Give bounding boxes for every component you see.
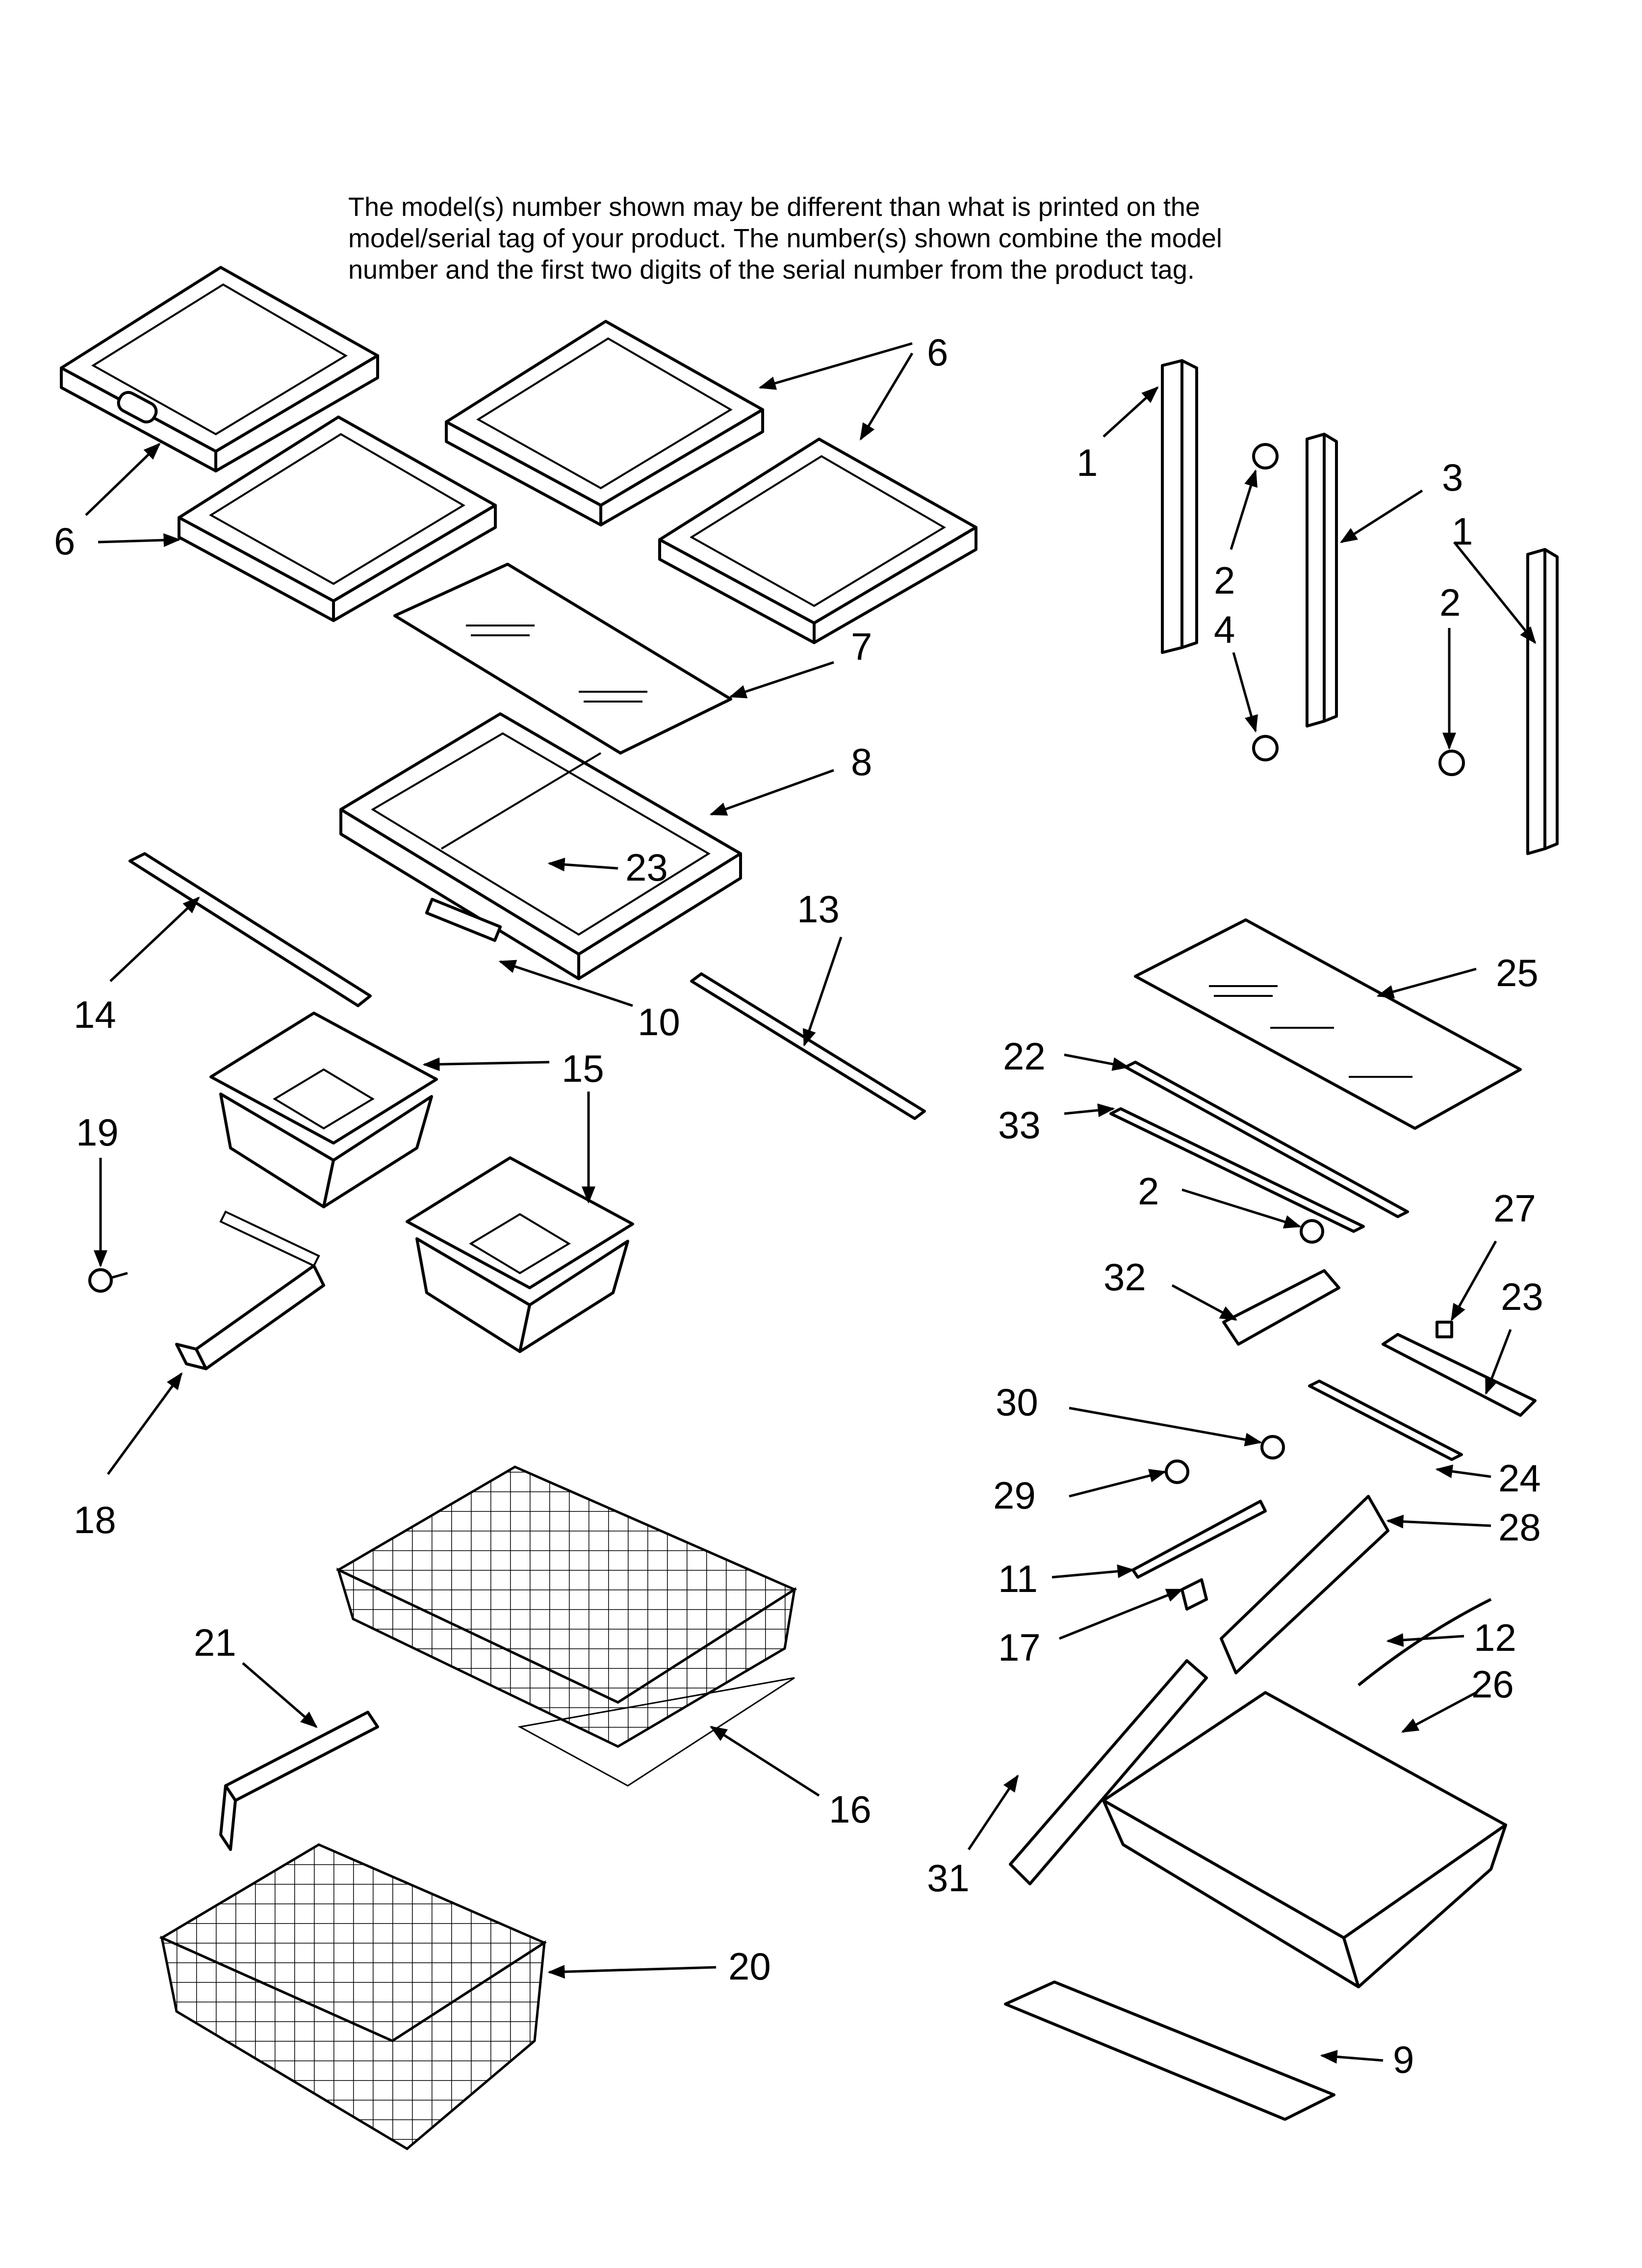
callout-27: 27 bbox=[1493, 1187, 1536, 1230]
screw-2-lower bbox=[1300, 1219, 1324, 1244]
callout-9: 9 bbox=[1393, 2038, 1414, 2081]
callout-11: 11 bbox=[998, 1557, 1038, 1600]
shelf-rail-right bbox=[1526, 548, 1559, 855]
notice-line-2: model/serial tag of your product. The nu… bbox=[348, 224, 1222, 253]
crisper-cover-glass-25 bbox=[1134, 918, 1522, 1130]
callout-10: 10 bbox=[638, 1000, 680, 1043]
callout-2: 2 bbox=[1214, 559, 1235, 602]
screw-2-upper bbox=[1252, 443, 1279, 469]
shelf-frame-bottom-left bbox=[178, 416, 497, 622]
pan-26 bbox=[1102, 1691, 1507, 1988]
callout-3: 3 bbox=[1442, 456, 1463, 499]
callout-13: 13 bbox=[797, 887, 840, 931]
callout-31: 31 bbox=[927, 1856, 970, 1900]
crisper-cover-frame bbox=[339, 712, 742, 980]
callout-2: 2 bbox=[1439, 581, 1461, 624]
callout-7: 7 bbox=[851, 625, 872, 668]
shelf-frame-top-right bbox=[445, 320, 764, 526]
screw-4 bbox=[1252, 735, 1279, 761]
callout-17: 17 bbox=[998, 1626, 1041, 1669]
callout-14: 14 bbox=[74, 993, 116, 1036]
wire-basket-20 bbox=[159, 1843, 547, 2151]
screw-2-right bbox=[1438, 750, 1465, 776]
leader-lines bbox=[85, 342, 1537, 2064]
basket-divider-21 bbox=[219, 1711, 379, 1851]
screw-19 bbox=[88, 1268, 128, 1293]
callout-26: 26 bbox=[1471, 1663, 1514, 1706]
handle-31 bbox=[1009, 1659, 1208, 1885]
wire-basket-16 bbox=[335, 1465, 797, 1787]
shelf-rail-center bbox=[1306, 433, 1338, 728]
notice-line-3: number and the first two digits of the s… bbox=[348, 255, 1195, 285]
front-trim-14 bbox=[128, 852, 372, 1007]
callout-24: 24 bbox=[1498, 1457, 1541, 1500]
callout-18: 18 bbox=[74, 1498, 116, 1541]
callout-20: 20 bbox=[728, 1945, 771, 1988]
bracket-11 bbox=[1131, 1500, 1267, 1579]
callout-28: 28 bbox=[1498, 1506, 1541, 1549]
callout-23: 23 bbox=[1501, 1275, 1543, 1318]
callout-19: 19 bbox=[76, 1111, 119, 1154]
shelf-rail-left bbox=[1161, 359, 1198, 654]
control-slide-24 bbox=[1308, 1380, 1463, 1461]
shelf-frame-bottom-right bbox=[658, 438, 977, 644]
housing-28 bbox=[1220, 1495, 1389, 1674]
callout-33: 33 bbox=[998, 1103, 1041, 1147]
callout-2: 2 bbox=[1138, 1170, 1159, 1213]
callout-labels: 6 6 7 8 23 10 14 13 15 19 18 16 21 20 1 … bbox=[54, 331, 1543, 2081]
front-trim-13 bbox=[690, 972, 926, 1120]
notice-line-1: The model(s) number shown may be differe… bbox=[348, 192, 1200, 222]
callout-6: 6 bbox=[927, 331, 948, 374]
callout-30: 30 bbox=[996, 1381, 1038, 1424]
callout-32: 32 bbox=[1103, 1255, 1146, 1299]
callout-16: 16 bbox=[829, 1788, 872, 1831]
crisper-drawer-left bbox=[209, 1012, 438, 1208]
callout-15: 15 bbox=[562, 1047, 604, 1090]
callout-12: 12 bbox=[1474, 1616, 1516, 1659]
screw-30 bbox=[1260, 1435, 1285, 1460]
callout-23: 23 bbox=[625, 846, 668, 889]
clip-17 bbox=[1180, 1578, 1208, 1611]
trim-22 bbox=[1124, 1061, 1409, 1218]
callout-1: 1 bbox=[1077, 441, 1098, 484]
callout-22: 22 bbox=[1003, 1035, 1046, 1078]
slide-23 bbox=[1382, 1333, 1537, 1417]
divider-18 bbox=[175, 1210, 325, 1370]
callout-6: 6 bbox=[54, 520, 75, 563]
shelf-frame-top-left bbox=[60, 266, 379, 472]
clip-27 bbox=[1436, 1321, 1453, 1338]
crisper-cover-bracket bbox=[425, 897, 502, 942]
callout-29: 29 bbox=[993, 1474, 1036, 1517]
screw-29 bbox=[1165, 1460, 1189, 1484]
callout-21: 21 bbox=[194, 1621, 236, 1664]
callout-4: 4 bbox=[1214, 608, 1235, 651]
bracket-32 bbox=[1222, 1269, 1340, 1346]
crisper-drawer-right bbox=[406, 1156, 634, 1353]
trim-33 bbox=[1109, 1107, 1365, 1233]
shelf-glass bbox=[393, 563, 732, 755]
callout-25: 25 bbox=[1496, 951, 1539, 994]
model-number-notice: The model(s) number shown may be differe… bbox=[348, 191, 1354, 286]
callout-1: 1 bbox=[1452, 510, 1473, 553]
drawer-front-9 bbox=[1004, 1981, 1335, 2121]
callout-8: 8 bbox=[851, 740, 872, 783]
